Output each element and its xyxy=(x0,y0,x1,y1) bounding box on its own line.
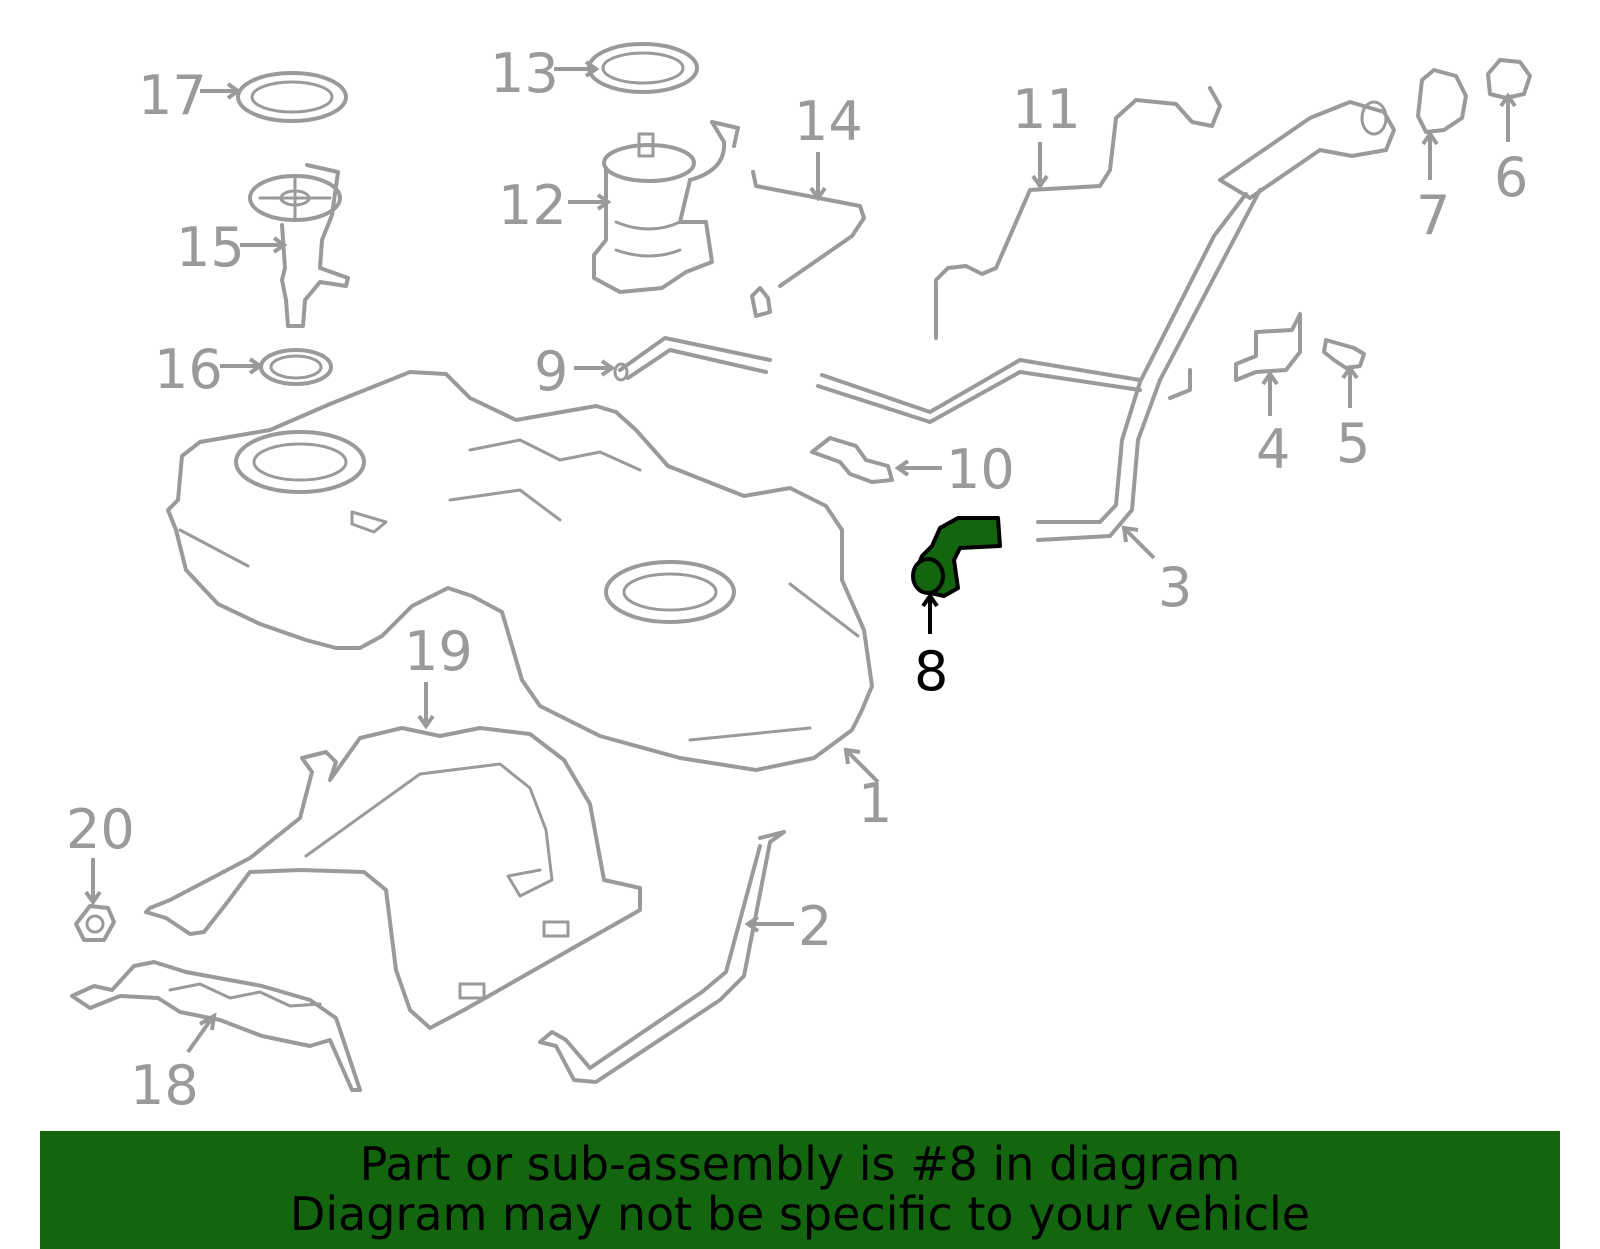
callout-11: 11 xyxy=(1012,78,1081,141)
callout-8: 8 xyxy=(914,640,948,703)
part-3-filler-pipe[interactable] xyxy=(816,100,1396,542)
callout-9: 9 xyxy=(534,340,568,403)
part-2-strap[interactable] xyxy=(538,830,786,1084)
callout-17: 17 xyxy=(138,64,207,127)
banner-line-2: Diagram may not be specific to your vehi… xyxy=(289,1187,1311,1241)
part-11-vent-line[interactable] xyxy=(934,86,1222,340)
callout-2: 2 xyxy=(798,895,832,958)
callout-20: 20 xyxy=(66,798,135,861)
part-10-shield[interactable] xyxy=(810,436,894,484)
banner-line-1: Part or sub-assembly is #8 in diagram xyxy=(359,1137,1241,1191)
part-9-hose[interactable] xyxy=(613,336,772,382)
part-1-fuel-tank[interactable] xyxy=(166,370,874,772)
part-5-bolt[interactable] xyxy=(1322,338,1366,370)
info-banner: Part or sub-assembly is #8 in diagram Di… xyxy=(40,1131,1560,1249)
callout-14: 14 xyxy=(794,90,863,153)
leader-arrows xyxy=(84,60,1517,1054)
callout-12: 12 xyxy=(498,174,567,237)
callout-19: 19 xyxy=(404,620,473,683)
callout-13: 13 xyxy=(490,42,559,105)
callout-7: 7 xyxy=(1416,184,1450,247)
callout-6: 6 xyxy=(1494,146,1528,209)
part-20-nut[interactable] xyxy=(74,904,116,942)
part-14-line[interactable] xyxy=(750,170,866,318)
part-19-shield[interactable] xyxy=(144,726,642,1030)
part-8-hose-highlighted[interactable] xyxy=(911,516,1002,598)
callout-3: 3 xyxy=(1158,556,1192,619)
part-6-cap[interactable] xyxy=(1486,58,1532,100)
part-7-cap-seal[interactable] xyxy=(1416,68,1468,134)
callout-5: 5 xyxy=(1336,412,1370,475)
part-13-ring[interactable] xyxy=(587,42,699,94)
part-18-bracket[interactable] xyxy=(70,960,362,1092)
callout-1: 1 xyxy=(858,772,892,835)
part-15-sender[interactable] xyxy=(248,163,350,328)
part-16-ring[interactable] xyxy=(259,348,333,386)
part-4-bracket[interactable] xyxy=(1234,312,1302,382)
callout-4: 4 xyxy=(1256,418,1290,481)
part-17-gasket[interactable] xyxy=(236,71,348,123)
part-12-fuel-pump[interactable] xyxy=(592,120,740,294)
callout-16: 16 xyxy=(154,338,223,401)
callout-15: 15 xyxy=(176,216,245,279)
callout-10: 10 xyxy=(946,438,1015,501)
callout-labels: 1 2 3 4 5 6 7 8 9 10 11 12 13 14 15 16 1… xyxy=(66,42,1528,1117)
callout-18: 18 xyxy=(130,1054,199,1117)
